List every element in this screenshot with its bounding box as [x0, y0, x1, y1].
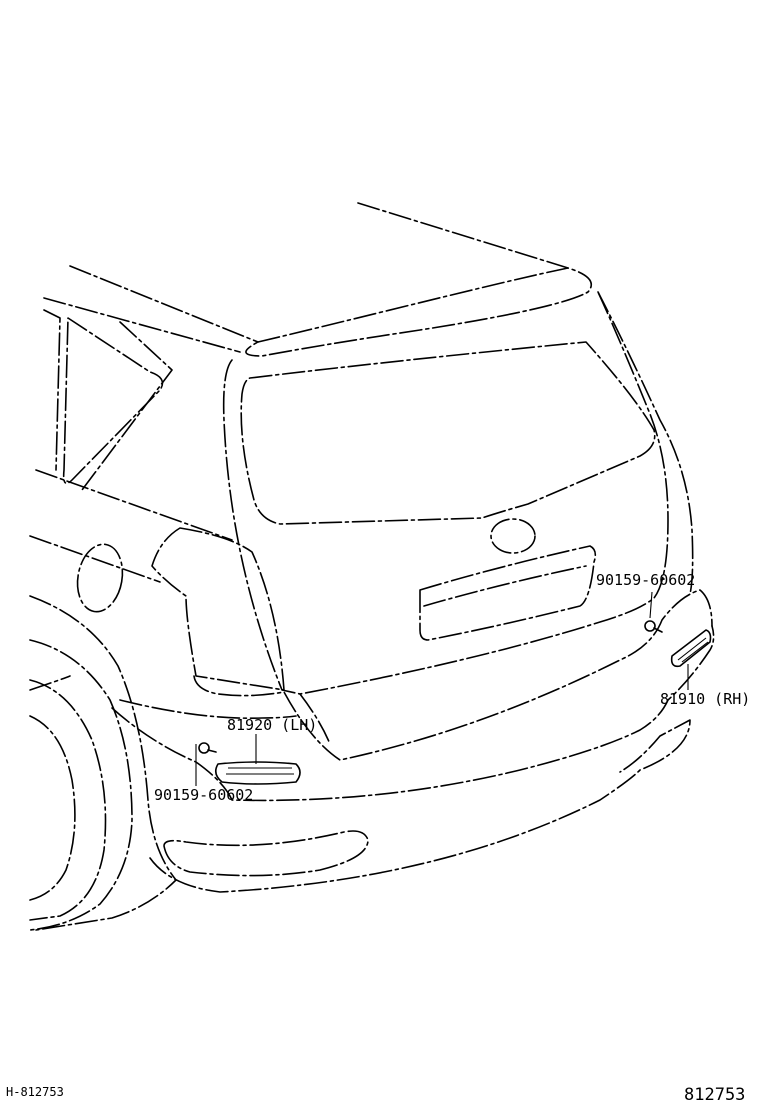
- emblem: [490, 518, 536, 554]
- bumper-crease: [119, 699, 297, 719]
- bumper-step: [163, 830, 369, 877]
- rocker-line: [29, 675, 71, 691]
- body-side-right: [597, 291, 694, 595]
- bumper-upper: [193, 589, 713, 761]
- reflector-rh-ribs: [677, 637, 709, 663]
- reflector-lh: [214, 734, 301, 785]
- footer-right-code: 812753: [684, 1085, 745, 1105]
- roof-edge-near: [69, 265, 259, 343]
- roof-side-line: [43, 297, 241, 353]
- bumper-bottom: [149, 719, 691, 893]
- reflector-rh: [670, 629, 712, 690]
- quarter-window: [62, 317, 164, 485]
- wheel-arch-inner: [29, 639, 133, 931]
- tail-lamp: [151, 527, 285, 691]
- bolt-rh: [644, 591, 663, 633]
- license-plate-garnish: [423, 565, 587, 607]
- bumper-top-edge: [299, 693, 331, 745]
- bolt-lh: [195, 742, 217, 786]
- callout-bolt-rh: 90159-60602: [596, 571, 695, 589]
- bumper-lower: [111, 625, 715, 802]
- reflector-rh-body: [670, 629, 712, 668]
- vehicle-rear-outline: [29, 202, 715, 931]
- rear-window: [240, 341, 656, 525]
- callout-reflector-lh: 81920 (LH): [227, 716, 317, 734]
- callout-bolt-lh: 90159-60602: [154, 786, 253, 804]
- side-crease: [29, 535, 161, 583]
- tire-tread: [29, 715, 76, 901]
- bolt-rh-head: [644, 620, 656, 632]
- bolt-rh-shank: [653, 627, 663, 633]
- rear-spoiler: [245, 267, 593, 357]
- wheel-arch: [29, 595, 177, 931]
- license-plate-recess: [419, 545, 597, 641]
- quarter-window-frame: [43, 309, 61, 471]
- bolt-lh-head: [198, 742, 210, 754]
- belt-line: [35, 469, 233, 541]
- bolt-rh-leader: [649, 591, 653, 619]
- back-door: [222, 291, 669, 695]
- reflector-lh-ribs: [226, 767, 294, 775]
- footer-left-code: H-812753: [6, 1085, 64, 1099]
- c-pillar: [81, 321, 173, 491]
- roof-edge-far: [357, 202, 569, 269]
- callout-reflector-rh: 81910 (RH): [660, 690, 750, 708]
- fuel-door: [76, 543, 124, 613]
- bolt-lh-shank: [207, 749, 217, 753]
- tire: [29, 679, 107, 921]
- reflector-lh-body: [214, 761, 301, 785]
